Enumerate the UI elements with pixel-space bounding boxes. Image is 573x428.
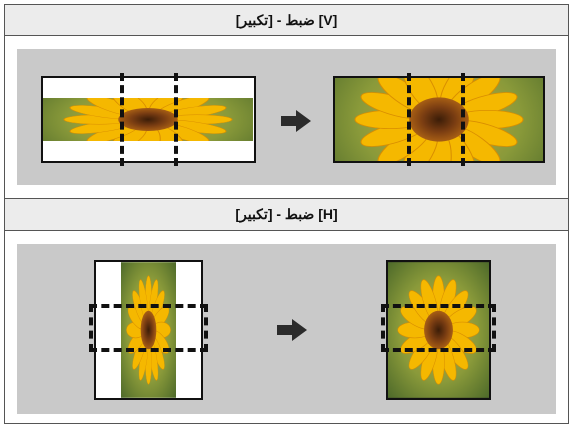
before-screen-h [94, 260, 203, 400]
section-v-header: [تكبير] - ضبط [V] [5, 5, 568, 35]
section-h-panel [17, 244, 556, 414]
right-arrow-icon [281, 110, 311, 132]
figure-frame: [تكبير] - ضبط [V] [تكبير] - ضبط [H] [4, 4, 569, 424]
right-arrow-icon [277, 319, 307, 341]
after-screen-h [386, 260, 491, 400]
divider [5, 198, 568, 199]
section-v-panel [17, 49, 556, 185]
dashed-area-h-before [89, 304, 208, 352]
divider [5, 35, 568, 36]
section-v-title: [تكبير] - ضبط [V] [235, 12, 338, 28]
dashed-area-v-after [407, 73, 465, 166]
after-screen-v [333, 76, 545, 163]
divider [5, 230, 568, 231]
before-screen-v [41, 76, 256, 163]
dashed-area-h-after [381, 304, 496, 352]
dashed-area-v-before [120, 73, 178, 166]
section-h-title: [تكبير] - ضبط [H] [235, 206, 338, 222]
section-h-header: [تكبير] - ضبط [H] [5, 199, 568, 230]
